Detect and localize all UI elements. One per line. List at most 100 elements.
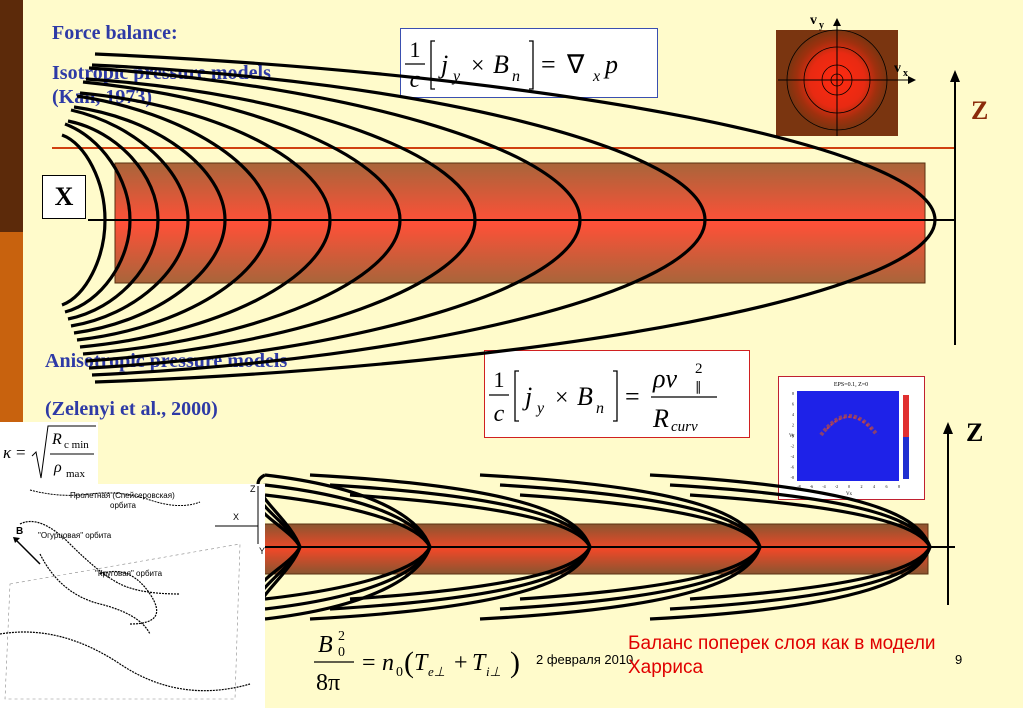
footer-caption: Баланс поперек слоя как в модели Харриса [628, 632, 936, 680]
orbit-label-cucumber: "Огурцовая" орбита [38, 531, 112, 540]
field-line [649, 473, 932, 621]
field-line [88, 66, 582, 370]
left-bar-dark [0, 0, 23, 232]
vx-sub: x [903, 68, 908, 79]
sim-ytick: -6 [791, 465, 794, 470]
caption-line2: Харриса [628, 657, 704, 678]
field-line [67, 119, 160, 321]
z-axis-label-bottom: Z [966, 418, 984, 447]
x-axis-label: X [54, 182, 74, 211]
f2-rhs-num: ρv [652, 364, 677, 393]
x-axis-label-box: X [42, 175, 86, 219]
sim-title: EPS=0.1, Z=0 [834, 382, 868, 388]
kappa-eq: = [16, 443, 26, 462]
bal-paren-open: ( [404, 646, 414, 679]
f2-B: B [577, 382, 593, 411]
f1-eq: = [541, 50, 556, 79]
kappa-num: R [51, 431, 62, 448]
formula-pressure-balance: B 2 0 8π = n 0 ( T e⊥ + T i⊥ ) [308, 620, 548, 700]
sim-xlabel: Vx [846, 492, 853, 497]
bottom-current-sheet [259, 523, 929, 575]
f2-rhs-den-sub: curv [671, 419, 698, 435]
sim-xtick: -6 [810, 484, 813, 489]
orbit-axis-y: Y [259, 546, 265, 556]
f1-j-sub: y [451, 68, 461, 85]
sim-xtick: 8 [898, 484, 900, 489]
field-line [264, 473, 432, 621]
bal-Ti-sub: i⊥ [486, 664, 501, 679]
field-line [94, 52, 937, 384]
sim-ytick: 0 [792, 433, 794, 438]
sim-xtick: 4 [873, 484, 875, 489]
orbit-axis-z: Z [250, 484, 256, 494]
field-line [61, 133, 107, 307]
z-axis-label-top: Z [971, 96, 989, 125]
bal-den: 8π [316, 670, 340, 696]
f2-rhs-sub: ∥ [695, 379, 702, 394]
vx-label: v [894, 61, 901, 76]
footer-date: 2 февраля 2010 [536, 652, 634, 667]
orbit-diagram: Z X Y B Пролетная (Спейсеровская) орбита… [0, 484, 265, 708]
field-line [64, 122, 132, 314]
field-line [85, 77, 477, 363]
field-line [479, 473, 762, 621]
f2-j: j [522, 382, 532, 411]
sim-xtick: 6 [886, 484, 888, 489]
orbit-label-transit2: орбита [110, 501, 137, 510]
sim-ytick: 4 [792, 412, 794, 417]
sim-xtick: -8 [797, 484, 800, 489]
f1-nabla-sub: x [592, 68, 600, 85]
f1-B: B [493, 50, 509, 79]
heading-force-balance: Force balance: [52, 22, 178, 44]
bal-num: B [318, 632, 333, 658]
sim-ytick: -2 [791, 444, 794, 449]
sim-ytick: -4 [791, 454, 794, 459]
bal-num-sub: 0 [338, 645, 345, 660]
formula-force-balance: 1 c j y × B n = ∇ x p [400, 28, 658, 98]
f1-p: p [603, 50, 618, 79]
bal-paren-close: ) [510, 646, 520, 679]
sim-xtick: 0 [848, 484, 850, 489]
formula-kappa: κ = R c min ρ max [0, 422, 98, 484]
sim-xtick: 2 [861, 484, 863, 489]
formula-anisotropic: 1 c j y × B n = ρv 2 ∥ R curv [484, 350, 750, 438]
f2-times: × [555, 385, 569, 411]
f2-B-sub: n [596, 400, 604, 417]
bal-plus: + [454, 650, 468, 676]
sim-xtick: -2 [835, 484, 838, 489]
bal-n: n [382, 650, 394, 676]
kappa-den: ρ [53, 459, 62, 476]
f2-num: 1 [494, 367, 505, 392]
sim-ytick: 8 [792, 391, 794, 396]
vy-label: v [810, 13, 817, 28]
orbit-b-label: B [16, 526, 23, 537]
f1-den: c [410, 67, 421, 93]
sim-ytick: 6 [792, 402, 794, 407]
kappa-den-sub: max [66, 468, 85, 480]
f2-eq: = [625, 382, 640, 411]
sim-ytick: 2 [792, 423, 794, 428]
vy-sub: y [819, 20, 824, 31]
f2-rhs-den: R [652, 404, 669, 433]
f2-rhs-sup: 2 [695, 361, 703, 377]
heading-zelenyi: (Zelenyi et al., 2000) [45, 398, 218, 420]
top-field-lines [61, 52, 937, 384]
bal-num-sup: 2 [338, 629, 345, 644]
f1-num: 1 [410, 37, 421, 62]
bal-eq: = [362, 650, 376, 676]
kappa-num-sub: c min [64, 439, 89, 451]
f2-den: c [494, 401, 505, 427]
kappa-symbol: κ [3, 443, 12, 462]
field-line [309, 473, 592, 621]
f1-times: × [471, 53, 485, 79]
f2-j-sub: y [535, 400, 545, 417]
bal-Te: T [414, 650, 429, 676]
bal-n-sub: 0 [396, 665, 403, 680]
orbit-label-transit: Пролетная (Спейсеровская) [70, 491, 175, 500]
f1-j: j [438, 50, 448, 79]
sim-xtick: -4 [822, 484, 825, 489]
field-line [70, 108, 190, 328]
field-line [76, 94, 272, 342]
field-line [73, 105, 227, 335]
